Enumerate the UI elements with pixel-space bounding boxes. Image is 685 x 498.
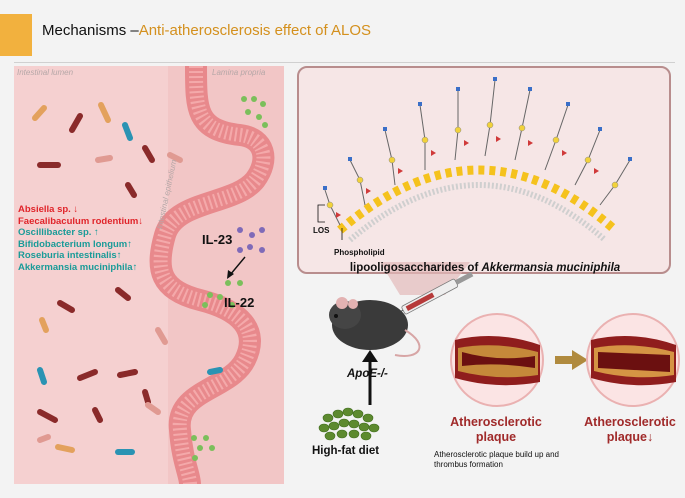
header-accent-bar	[0, 14, 32, 56]
plaque-description: Atherosclerotic plaque build up and thro…	[434, 450, 559, 469]
bacteria-item: Bifidobacterium longum↑	[18, 238, 132, 250]
bacteria-item: Akkermansia muciniphila↑	[18, 261, 138, 273]
lumen-label: Intestinal lumen	[17, 68, 74, 77]
header-divider	[14, 62, 675, 63]
bacterium-rod	[32, 105, 47, 121]
los-caption: lipooligosaccharides of Akkermansia muci…	[349, 262, 621, 274]
bacteria-item: Faecalibaculum rodentium↓	[18, 215, 144, 227]
los-caption-species: Akkermansia muciniphila	[481, 262, 621, 274]
los-label: LOS	[313, 226, 330, 235]
page-title: Mechanisms –Anti-atherosclerosis effect …	[42, 22, 372, 39]
bacteria-item: Absiella sp. ↓	[18, 204, 79, 215]
lamina-label: Lamina propria	[212, 68, 266, 77]
diet-label: High-fat diet	[312, 445, 380, 457]
phospholipid-label: Phospholipid	[334, 248, 385, 257]
title-accent: Anti-atherosclerosis effect of ALOS	[138, 22, 372, 39]
il23-label: IL-23	[202, 232, 233, 247]
bacteria-item: Oscillibacter sp. ↑	[18, 227, 99, 239]
mouse-model-label: ApoE-/-	[347, 368, 388, 380]
bacteria-item: Roseburia intestinalis↑	[18, 250, 122, 262]
bacteria-list: Absiella sp. ↓ Faecalibaculum rodentium↓…	[18, 204, 143, 274]
il22-label: IL-22	[224, 295, 255, 310]
